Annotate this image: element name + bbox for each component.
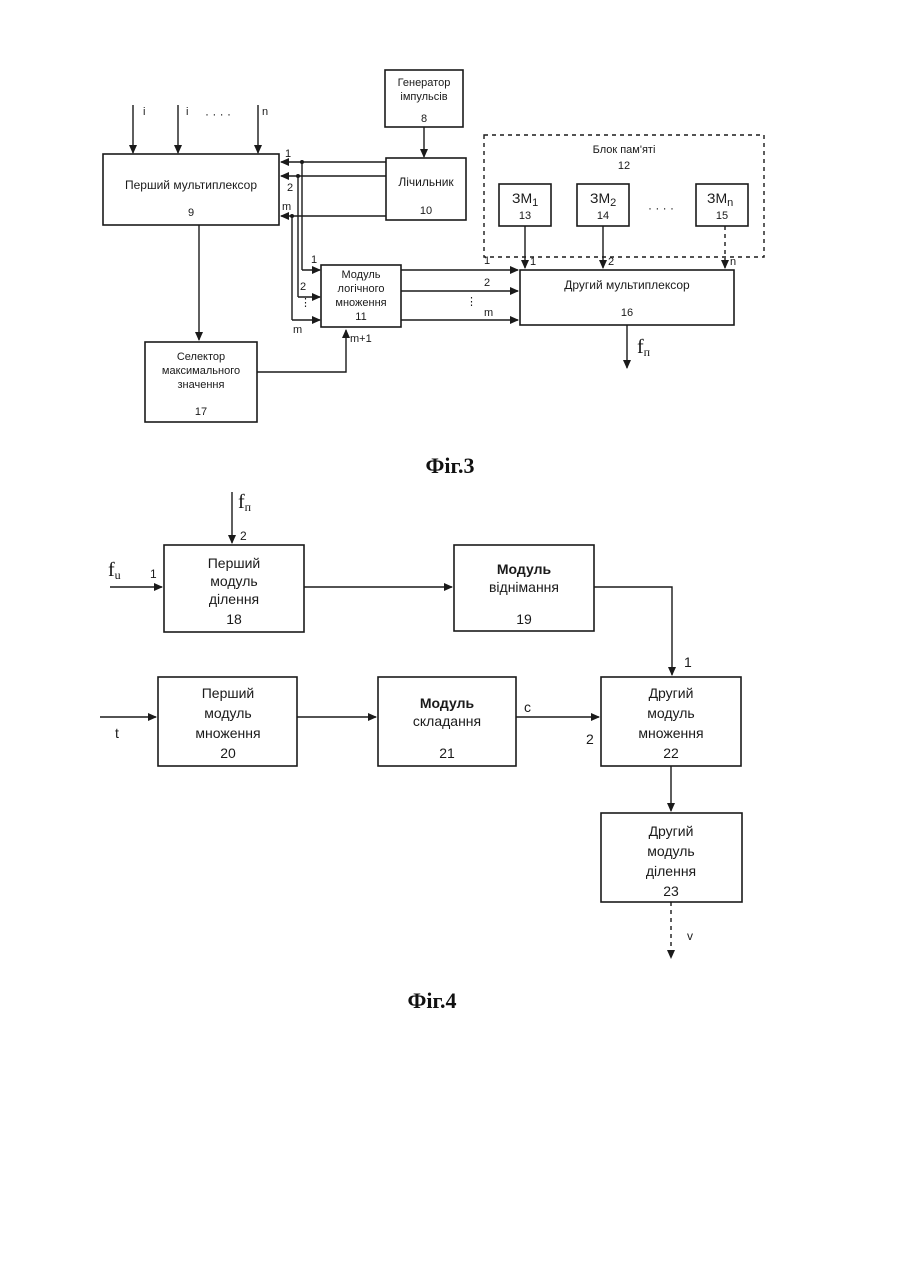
mux2-port-2: 2	[484, 277, 490, 289]
sub-label-2: віднімання	[489, 579, 559, 595]
mul1-label-3: множення	[195, 725, 260, 741]
mul2-label-1: Другий	[649, 685, 694, 701]
div1-number: 18	[226, 611, 242, 627]
memory-cell-1-number: 13	[519, 210, 531, 222]
figure-3: i i · · · · n Генератор імпульсів 8 Перш…	[103, 70, 764, 478]
counter-port-2: 2	[287, 182, 293, 194]
input-label-2: i	[186, 106, 188, 118]
first-multiplexer-number: 9	[188, 207, 194, 219]
input-label-n: n	[262, 106, 268, 118]
mux2-output-label: fп	[637, 336, 651, 359]
mul1-label-2: модуль	[204, 705, 251, 721]
div1-label-3: ділення	[209, 591, 259, 607]
div1-port-2: 2	[240, 529, 247, 543]
first-multiplexer-label: Перший мультиплексор	[125, 178, 257, 192]
div2-label-3: ділення	[646, 863, 696, 879]
sub-number: 19	[516, 611, 532, 627]
mul2-number: 22	[663, 745, 679, 761]
junction-dot-2	[296, 174, 300, 178]
sub-to-mul2-arrow	[594, 587, 672, 675]
mul2-label-2: модуль	[647, 705, 694, 721]
mul1-label-1: Перший	[202, 685, 255, 701]
selector-number: 17	[195, 406, 207, 418]
junction-dot-1	[300, 160, 304, 164]
logic-number: 11	[355, 311, 366, 323]
second-multiplexer-label: Другий мультиплексор	[564, 278, 690, 292]
div2-number: 23	[663, 883, 679, 899]
selector-label-1: Селектор	[177, 351, 225, 363]
input-fu-label: fu	[108, 559, 121, 582]
input-t-label: t	[115, 725, 119, 741]
logic-label-1: Модуль	[342, 269, 381, 281]
sub-label-1: Модуль	[497, 561, 552, 577]
counter-number: 10	[420, 205, 432, 217]
input-fn-label: fп	[238, 491, 252, 514]
logic-port-m: m	[293, 324, 302, 336]
logic-port-2: 2	[300, 281, 306, 293]
memory-cells-dots: · · · ·	[648, 201, 674, 215]
mul1-number: 20	[220, 745, 236, 761]
selector-label-2: максимального	[162, 365, 240, 377]
mul2-port-2: 2	[586, 731, 594, 747]
input-dots: · · · ·	[205, 107, 231, 121]
mux2-port-top-n: n	[730, 256, 736, 268]
counter-port-1: 1	[285, 148, 291, 160]
generator-number: 8	[421, 113, 427, 125]
memory-cell-2-number: 14	[597, 210, 609, 222]
counter-port-m: m	[282, 201, 291, 213]
div2-label-1: Другий	[649, 823, 694, 839]
add-label-1: Модуль	[420, 695, 475, 711]
logic-port-m-plus-1: m+1	[350, 333, 372, 345]
logic-label-3: множення	[335, 297, 386, 309]
figure-3-caption: Фіг.3	[425, 453, 474, 478]
div1-port-1: 1	[150, 567, 157, 581]
memory-number: 12	[618, 160, 630, 172]
mux2-port-m: m	[484, 307, 493, 319]
memory-title: Блок пам'яті	[593, 144, 656, 156]
mux2-port-1: 1	[484, 255, 490, 267]
mux2-port-top-1: 1	[530, 256, 536, 268]
mux2-port-top-2: 2	[608, 256, 614, 268]
logic-port-1: 1	[311, 254, 317, 266]
figure-4-caption: Фіг.4	[407, 988, 456, 1013]
div1-label-2: модуль	[210, 573, 257, 589]
memory-cell-n-number: 15	[716, 210, 728, 222]
output-v-label: v	[687, 929, 693, 943]
mul2-port-1: 1	[684, 654, 692, 670]
add-number: 21	[439, 745, 455, 761]
selector-to-logic-arrow	[257, 330, 346, 372]
mux2-port-vdots: ⋮	[466, 296, 477, 308]
div2-label-2: модуль	[647, 843, 694, 859]
add-output-c: c	[524, 699, 531, 715]
generator-label-2: імпульсів	[400, 91, 447, 103]
selector-label-3: значення	[178, 379, 225, 391]
figure-4: fп 2 fu 1 Перший модуль ділення 18 Модул…	[100, 491, 742, 1013]
logic-label-2: логічного	[338, 283, 385, 295]
mul2-label-3: множення	[638, 725, 703, 741]
div1-label-1: Перший	[208, 555, 261, 571]
logic-port-vdots: ⋮	[300, 297, 311, 309]
counter-label: Лічильник	[398, 175, 454, 189]
generator-label-1: Генератор	[398, 77, 451, 89]
add-label-2: складання	[413, 713, 481, 729]
input-label-1: i	[143, 106, 145, 118]
junction-dot-m	[290, 214, 294, 218]
second-multiplexer-number: 16	[621, 307, 633, 319]
